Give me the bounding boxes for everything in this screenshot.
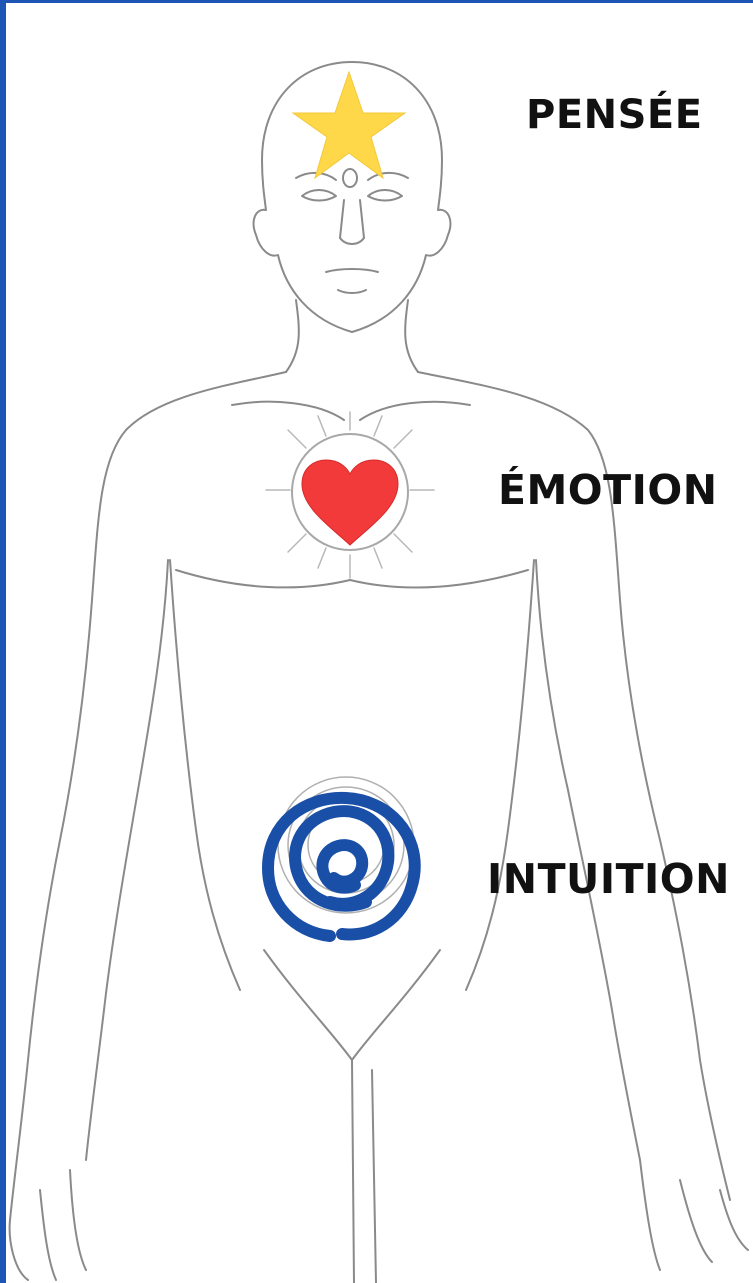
right-hand	[640, 1160, 748, 1270]
left-collarbone	[232, 402, 344, 420]
star-icon	[293, 72, 405, 178]
torso-right	[466, 560, 534, 990]
left-arm-outer	[10, 372, 286, 1220]
left-eye	[302, 190, 336, 201]
body-outline	[10, 62, 748, 1283]
torso-left	[170, 560, 240, 990]
right-collarbone	[360, 402, 470, 420]
right-brow	[368, 173, 408, 180]
left-hand	[10, 1170, 86, 1280]
pectoral-line	[176, 570, 528, 587]
neck-right	[405, 300, 418, 372]
left-arm-inner	[86, 560, 168, 1160]
label-emotion: ÉMOTION	[498, 466, 718, 514]
chin-line	[338, 290, 366, 293]
label-thought: PENSÉE	[526, 92, 703, 138]
groin-lines	[264, 950, 440, 1060]
nose	[340, 200, 364, 244]
neck-left	[286, 300, 299, 372]
leg-divide	[352, 1060, 354, 1283]
spiral-icon	[268, 798, 415, 936]
label-intuition: INTUITION	[487, 855, 730, 903]
third-eye	[343, 169, 357, 187]
leg-inner	[372, 1070, 376, 1283]
mouth	[326, 269, 378, 272]
right-eye	[368, 190, 402, 201]
heart-icon	[302, 460, 398, 545]
